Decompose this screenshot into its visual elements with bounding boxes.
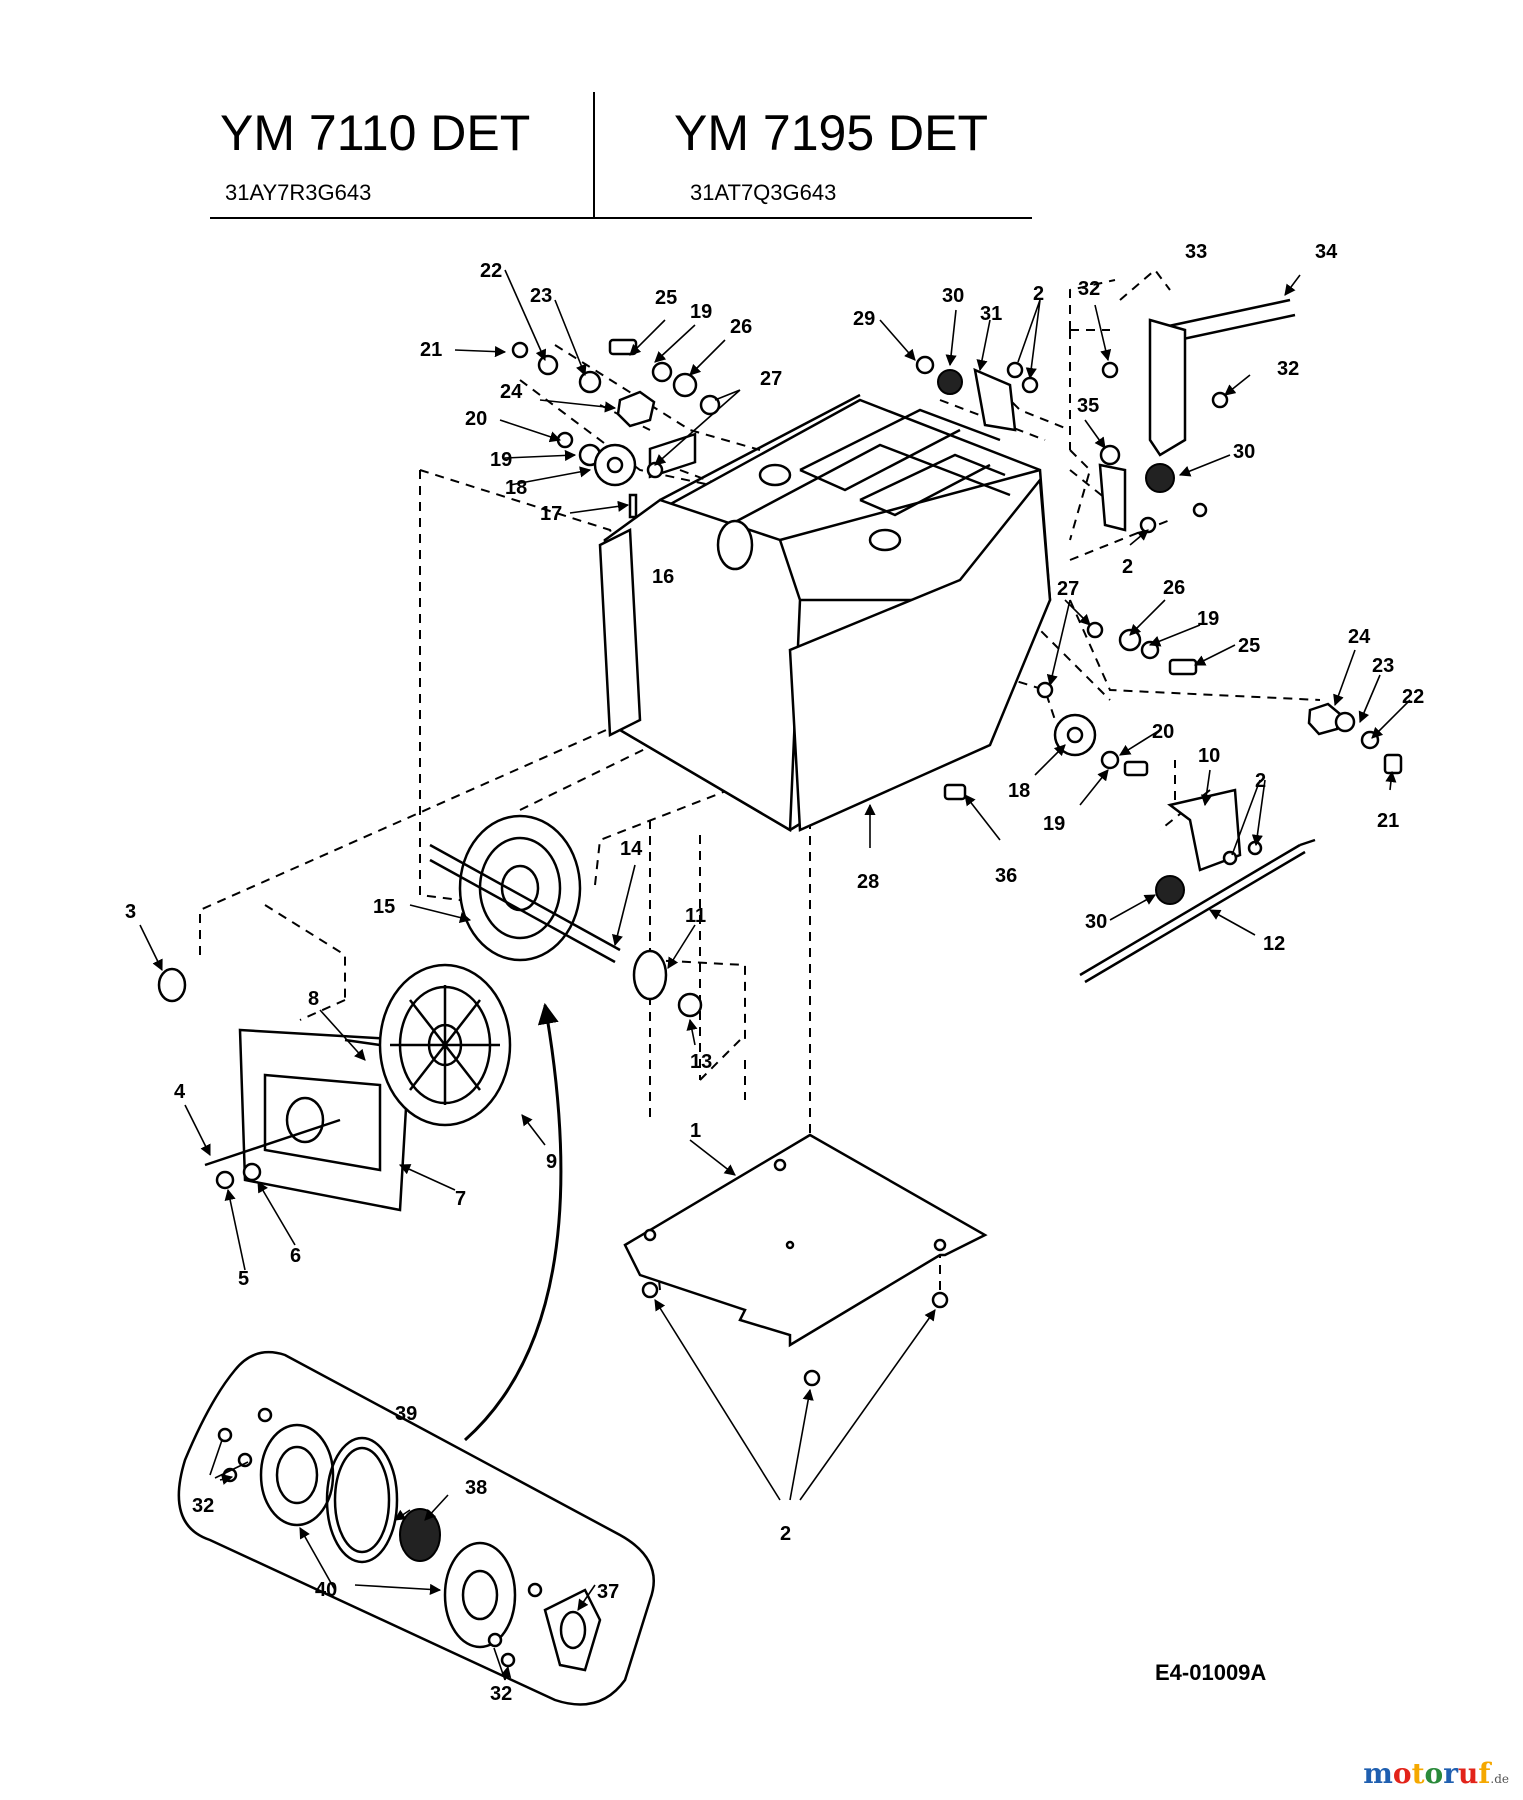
callout-30: 30	[942, 285, 964, 307]
callout-25: 25	[655, 287, 677, 309]
callout-19: 19	[1197, 608, 1219, 630]
callout-2: 2	[780, 1523, 791, 1545]
callout-32: 32	[1277, 358, 1299, 380]
callout-8: 8	[308, 988, 319, 1010]
watermark-suffix: .de	[1490, 1772, 1509, 1786]
callout-29: 29	[853, 308, 875, 330]
callout-19: 19	[690, 301, 712, 323]
callout-1: 1	[690, 1120, 701, 1142]
callout-3: 3	[125, 901, 136, 923]
callout-23: 23	[1372, 655, 1394, 677]
callout-2: 2	[1255, 770, 1266, 792]
callout-39: 39	[395, 1403, 417, 1425]
callout-34: 34	[1315, 241, 1338, 263]
drive-assembly	[157, 814, 703, 1212]
callout-14: 14	[620, 838, 643, 860]
watermark-text: motoruf	[1363, 1757, 1491, 1790]
callout-2: 2	[1033, 283, 1044, 305]
callout-27: 27	[760, 368, 782, 390]
callout-10: 10	[1198, 745, 1220, 767]
callout-12: 12	[1263, 933, 1285, 955]
callout-19: 19	[1043, 813, 1065, 835]
side-plate	[788, 476, 1052, 832]
callout-18: 18	[505, 477, 527, 499]
callout-15: 15	[373, 896, 395, 918]
callout-19: 19	[490, 449, 512, 471]
callout-40: 40	[315, 1579, 337, 1601]
cable-assembly	[1079, 788, 1316, 984]
detail-inset	[177, 1002, 655, 1706]
callout-28: 28	[857, 871, 879, 893]
callout-7: 7	[455, 1188, 466, 1210]
callout-6: 6	[290, 1245, 301, 1267]
callout-21: 21	[420, 339, 442, 361]
callout-36: 36	[995, 865, 1017, 887]
callout-18: 18	[1008, 780, 1030, 802]
model-code-2: 31AT7Q3G643	[690, 180, 836, 205]
leader-lines	[139, 269, 1411, 1681]
model-code-1: 31AY7R3G643	[225, 180, 371, 205]
callout-9: 9	[546, 1151, 557, 1173]
callout-labels: 1 2 2 2 2 2 2 3 4 5 6 7 8 9 10 11 12 13 …	[125, 241, 1424, 1705]
skid-plate	[623, 1133, 988, 1387]
callout-11: 11	[685, 905, 706, 927]
callout-32: 32	[490, 1683, 512, 1705]
watermark-logo: motoruf.de	[1363, 1757, 1509, 1790]
callout-26: 26	[730, 316, 752, 338]
callout-24: 24	[1348, 626, 1371, 648]
title-block: YM 7110 DET 31AY7R3G643 YM 7195 DET 31AT…	[210, 92, 1032, 219]
callout-20: 20	[465, 408, 487, 430]
callout-23: 23	[530, 285, 552, 307]
callout-26: 26	[1163, 577, 1185, 599]
drawing-number: E4-01009A	[1155, 1660, 1266, 1685]
callout-24: 24	[500, 381, 523, 403]
callout-30: 30	[1233, 441, 1255, 463]
callout-22: 22	[1402, 686, 1424, 708]
callout-17: 17	[540, 503, 562, 525]
callout-27: 27	[1057, 578, 1079, 600]
callout-2: 2	[1122, 556, 1133, 578]
callout-30: 30	[1085, 911, 1107, 933]
callout-5: 5	[238, 1268, 249, 1290]
model-name-1: YM 7110 DET	[220, 105, 530, 161]
model-name-2: YM 7195 DET	[674, 105, 988, 161]
callout-37: 37	[597, 1581, 619, 1603]
callout-22: 22	[480, 260, 502, 282]
callout-4: 4	[174, 1081, 186, 1103]
callout-31: 31	[980, 303, 1002, 325]
callout-33: 33	[1185, 241, 1207, 263]
callout-21: 21	[1377, 810, 1399, 832]
callout-35: 35	[1077, 395, 1099, 417]
callout-16: 16	[652, 566, 674, 588]
callout-13: 13	[690, 1051, 712, 1073]
left-bracket	[598, 528, 642, 737]
hardware-top-left	[511, 338, 721, 519]
callout-20: 20	[1152, 721, 1174, 743]
callout-32: 32	[1078, 278, 1100, 300]
callout-38: 38	[465, 1477, 487, 1499]
callout-32: 32	[192, 1495, 214, 1517]
callout-25: 25	[1238, 635, 1260, 657]
